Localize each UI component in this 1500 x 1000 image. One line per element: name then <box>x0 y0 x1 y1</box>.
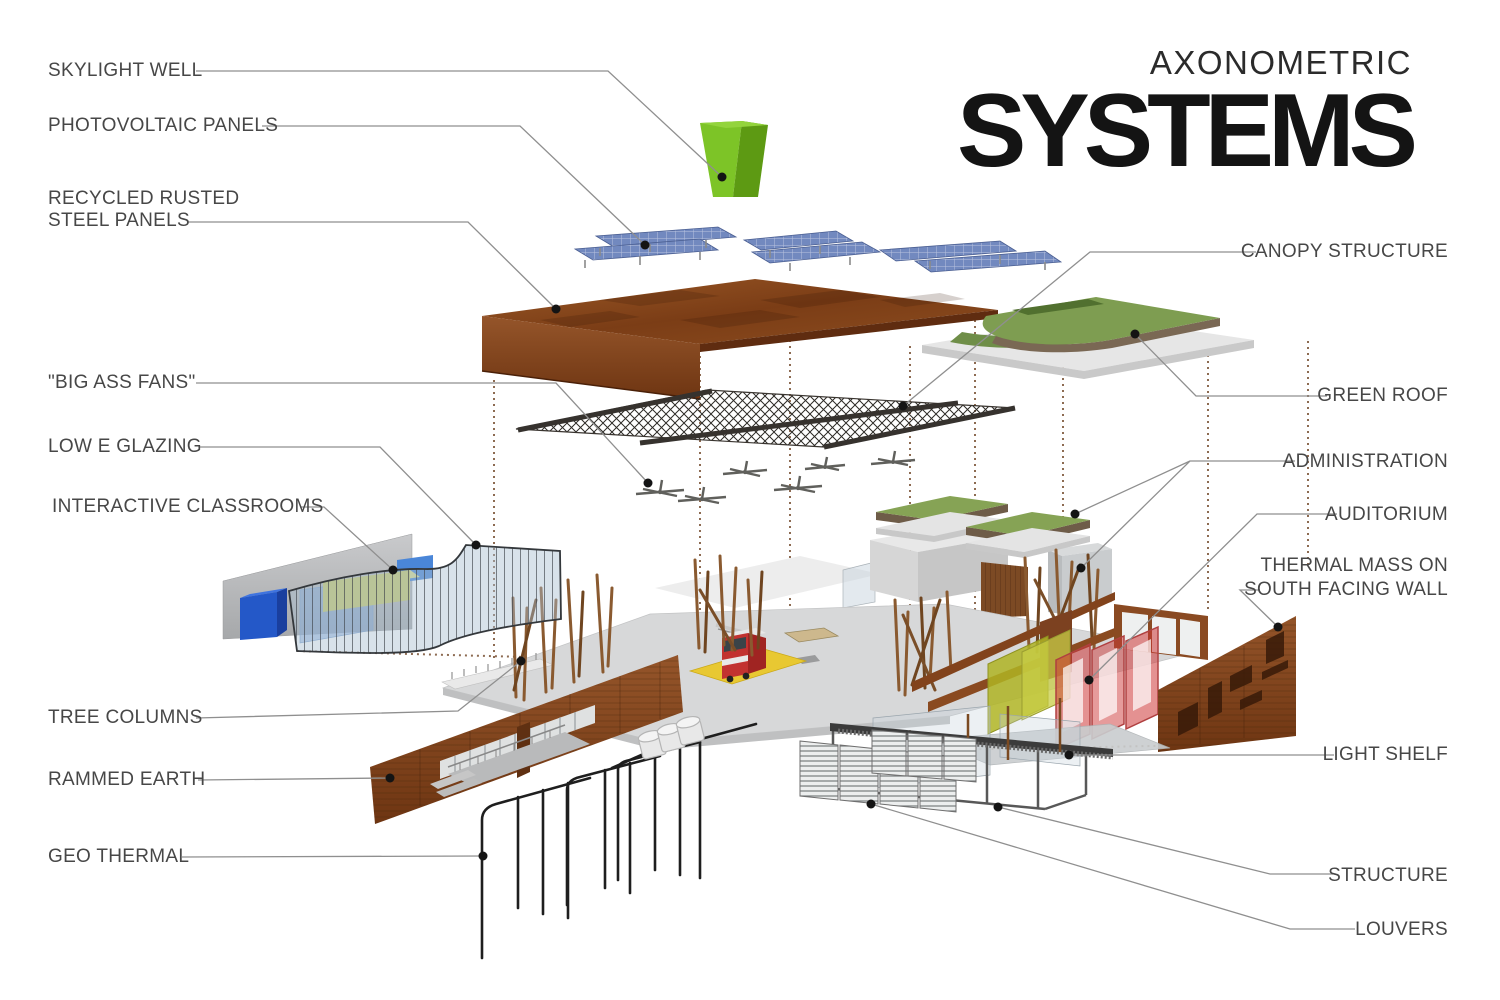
label-big-ass-fans: "BIG ASS FANS" <box>48 372 196 393</box>
title-block: AXONOMETRIC SYSTEMS <box>957 44 1418 189</box>
label-green-roof: GREEN ROOF <box>1317 385 1448 406</box>
leader-dots <box>385 172 1283 861</box>
page-title: SYSTEMS <box>957 73 1418 189</box>
label-photovoltaic-panels: PHOTOVOLTAIC PANELS <box>48 115 279 136</box>
skylight-well-shape <box>700 121 768 197</box>
administration-block-shape <box>655 496 1112 618</box>
label-canopy-structure: CANOPY STRUCTURE <box>1240 241 1448 262</box>
ceiling-fans-shape <box>635 450 916 505</box>
label-light-shelf: LIGHT SHELF <box>1322 744 1448 765</box>
label-structure: STRUCTURE <box>1328 865 1448 886</box>
photovoltaic-panels-shape <box>573 226 1063 273</box>
label-tree-columns: TREE COLUMNS <box>48 707 203 728</box>
thermal-mass-wall-shape <box>1158 616 1296 752</box>
label-skylight-well: SKYLIGHT WELL <box>48 60 203 81</box>
label-administration: ADMINISTRATION <box>1282 451 1448 472</box>
label-louvers: LOUVERS <box>1355 919 1448 940</box>
label-interactive-classrooms: INTERACTIVE CLASSROOMS <box>52 496 324 517</box>
rusted-steel-roof-shape <box>481 279 998 400</box>
label-recycled-rusted-steel-panels: RECYCLED RUSTED STEEL PANELS <box>48 188 240 231</box>
label-thermal-mass: THERMAL MASS ON SOUTH FACING WALL <box>1244 555 1448 600</box>
canopy-truss-shape <box>515 388 1016 450</box>
leader-lines <box>181 70 1355 930</box>
geo-thermal-tanks <box>637 715 705 760</box>
label-geo-thermal: GEO THERMAL <box>48 846 190 867</box>
label-low-e-glazing: LOW E GLAZING <box>48 436 202 457</box>
auditorium-shape <box>912 592 1208 751</box>
title-kicker: AXONOMETRIC <box>1149 44 1412 81</box>
classrooms-shape <box>222 533 562 654</box>
louver-panels-shape <box>799 729 977 813</box>
green-roof-canopy-shape <box>922 297 1254 379</box>
low-e-glazing-shape <box>288 544 562 654</box>
geo-thermal-pipes-shape <box>480 715 758 960</box>
label-rammed-earth: RAMMED EARTH <box>48 769 206 790</box>
label-auditorium: AUDITORIUM <box>1325 504 1448 525</box>
rammed-earth-wall-shape <box>370 655 683 824</box>
